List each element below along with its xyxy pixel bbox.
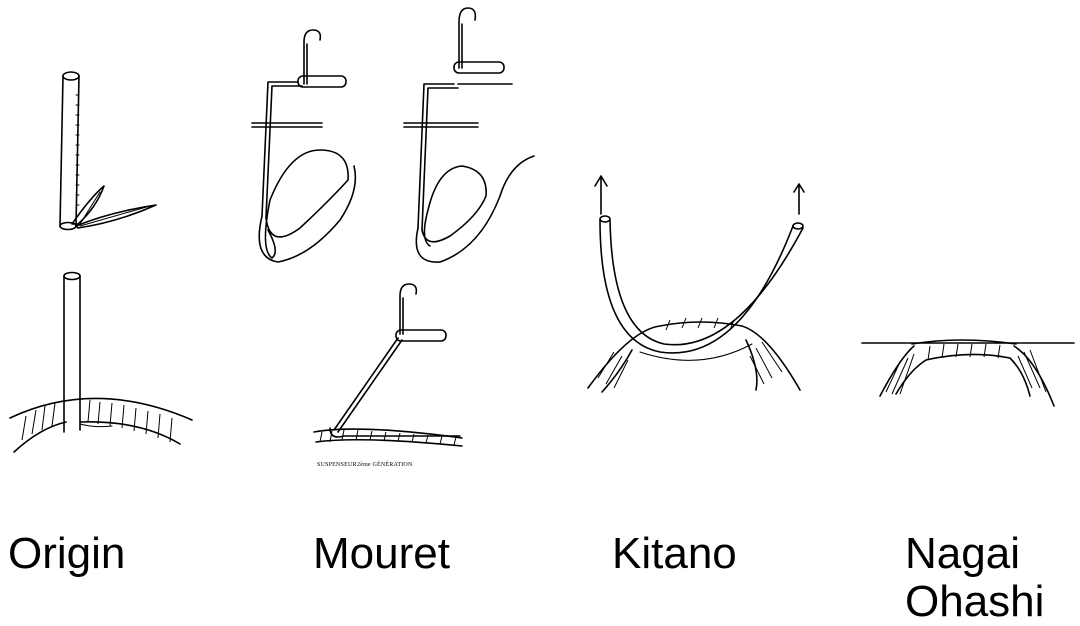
label-nagai-ohashi: Nagai Ohashi bbox=[905, 530, 1044, 626]
kitano-u-bar bbox=[588, 176, 804, 392]
label-mouret: Mouret bbox=[313, 530, 450, 578]
label-origin: Origin bbox=[8, 530, 125, 578]
label-ohashi: Ohashi bbox=[905, 578, 1044, 626]
label-nagai: Nagai bbox=[905, 530, 1044, 578]
caption-suspenseur: SUSPENSEUR bbox=[317, 462, 357, 468]
nagai-ohashi-tissue bbox=[862, 340, 1074, 406]
mouret-hook-left bbox=[252, 30, 355, 262]
mouret-hook-right bbox=[404, 8, 534, 262]
mouret-suspender bbox=[314, 284, 462, 446]
caption-generation: 2ème GÉNÉRATION bbox=[357, 462, 413, 468]
label-kitano: Kitano bbox=[612, 530, 737, 578]
origin-tube-bottom bbox=[10, 273, 192, 453]
origin-tube-top bbox=[60, 72, 156, 230]
